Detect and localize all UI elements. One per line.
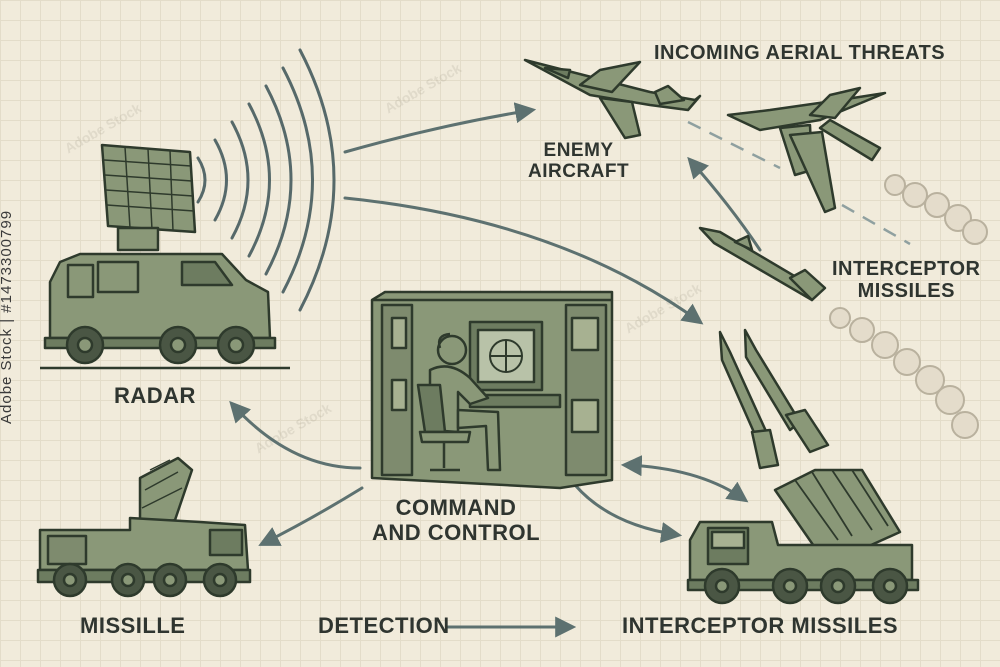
label-detection: DETECTION [318, 613, 450, 638]
arrow-interceptor-up [687, 156, 762, 252]
radar-waves [196, 48, 336, 312]
enemy-aircraft-icon [726, 86, 887, 214]
arrow-radar-to-aircraft [343, 102, 537, 154]
stock-id: Adobe Stock | #1473300799 [0, 209, 15, 424]
command-center-icon [370, 290, 614, 490]
arrow-command-to-launcher [573, 483, 683, 543]
label-command-control: COMMAND AND CONTROL [372, 495, 541, 545]
interceptor-missile-icon [698, 226, 827, 302]
label-incoming-threats: INCOMING AERIAL THREATS [654, 42, 946, 64]
missile-truck-icon [36, 456, 252, 598]
label-radar: RADAR [114, 383, 196, 408]
arrow-command-to-missile [258, 486, 364, 546]
label-interceptor-missiles-right: INTERCEPTOR MISSILES [832, 258, 981, 303]
arrow-command-launcher-link [620, 455, 749, 503]
flow-arrows [229, 102, 762, 638]
launched-missile-icon [718, 328, 830, 470]
smoke-trails [829, 174, 988, 439]
missile-trails [687, 120, 911, 246]
arrow-command-to-radar [229, 400, 362, 470]
enemy-aircraft-icon [523, 58, 702, 140]
label-enemy-aircraft: ENEMY AIRCRAFT [528, 140, 630, 183]
label-missile: MISSILLE [80, 613, 186, 638]
label-interceptor-missiles-bottom: INTERCEPTOR MISSILES [622, 613, 899, 638]
radar-truck-icon [43, 143, 277, 365]
interceptor-launcher-icon [686, 468, 920, 605]
arrow-radar-to-launcher [343, 196, 704, 325]
